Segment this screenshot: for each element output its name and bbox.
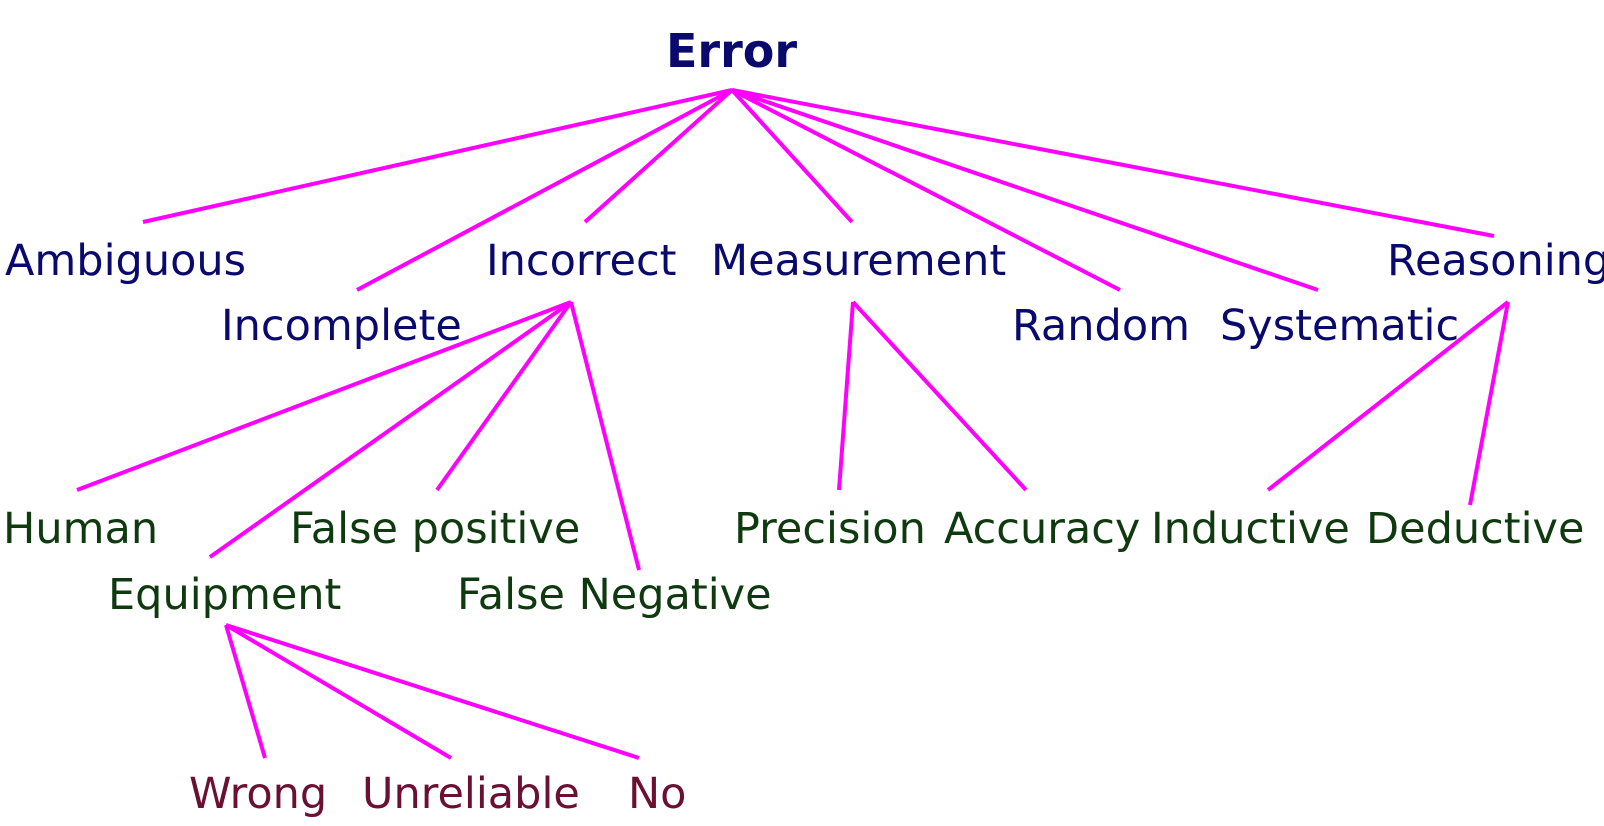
node-precision: Precision xyxy=(734,504,926,554)
node-incomplete: Incomplete xyxy=(221,301,462,351)
edge-incorrect-human xyxy=(76,300,572,492)
edge-incorrect-false-positive xyxy=(435,300,573,492)
node-wrong: Wrong xyxy=(189,769,328,819)
edge-equipment-no xyxy=(225,623,640,760)
node-measurement: Measurement xyxy=(711,236,1007,286)
node-systematic: Systematic xyxy=(1220,301,1460,351)
node-false-positive: False positive xyxy=(290,504,581,554)
node-reasoning: Reasoning xyxy=(1387,236,1604,286)
node-false-negative: False Negative xyxy=(457,570,772,620)
edge-equipment-unreliable xyxy=(224,623,453,760)
edge-error-measurement xyxy=(730,88,854,224)
node-accuracy: Accuracy xyxy=(944,504,1141,554)
edge-error-reasoning xyxy=(731,88,1495,238)
node-unreliable: Unreliable xyxy=(362,769,580,819)
node-inductive: Inductive xyxy=(1151,504,1350,554)
edge-error-systematic xyxy=(731,88,1319,292)
node-equipment: Equipment xyxy=(108,570,342,620)
edge-reasoning-deductive xyxy=(1468,301,1510,506)
node-deductive: Deductive xyxy=(1366,504,1585,554)
node-incorrect: Incorrect xyxy=(486,236,677,286)
node-random: Random xyxy=(1012,301,1191,351)
edge-incorrect-equipment xyxy=(208,300,573,559)
edge-error-ambiguous xyxy=(142,88,733,224)
edge-measurement-accuracy xyxy=(851,300,1028,492)
edge-incorrect-false-negative xyxy=(569,301,641,571)
edge-reasoning-inductive xyxy=(1266,300,1510,492)
edge-measurement-precision xyxy=(837,301,855,491)
connector-lines xyxy=(76,88,1510,760)
edge-error-incorrect xyxy=(583,88,734,224)
edge-error-random xyxy=(731,88,1121,292)
node-human: Human xyxy=(3,504,159,554)
edge-equipment-wrong xyxy=(224,624,267,759)
node-no: No xyxy=(628,769,687,819)
edge-error-incomplete xyxy=(356,88,733,292)
node-error: Error xyxy=(666,24,798,78)
node-ambiguous: Ambiguous xyxy=(5,236,247,286)
